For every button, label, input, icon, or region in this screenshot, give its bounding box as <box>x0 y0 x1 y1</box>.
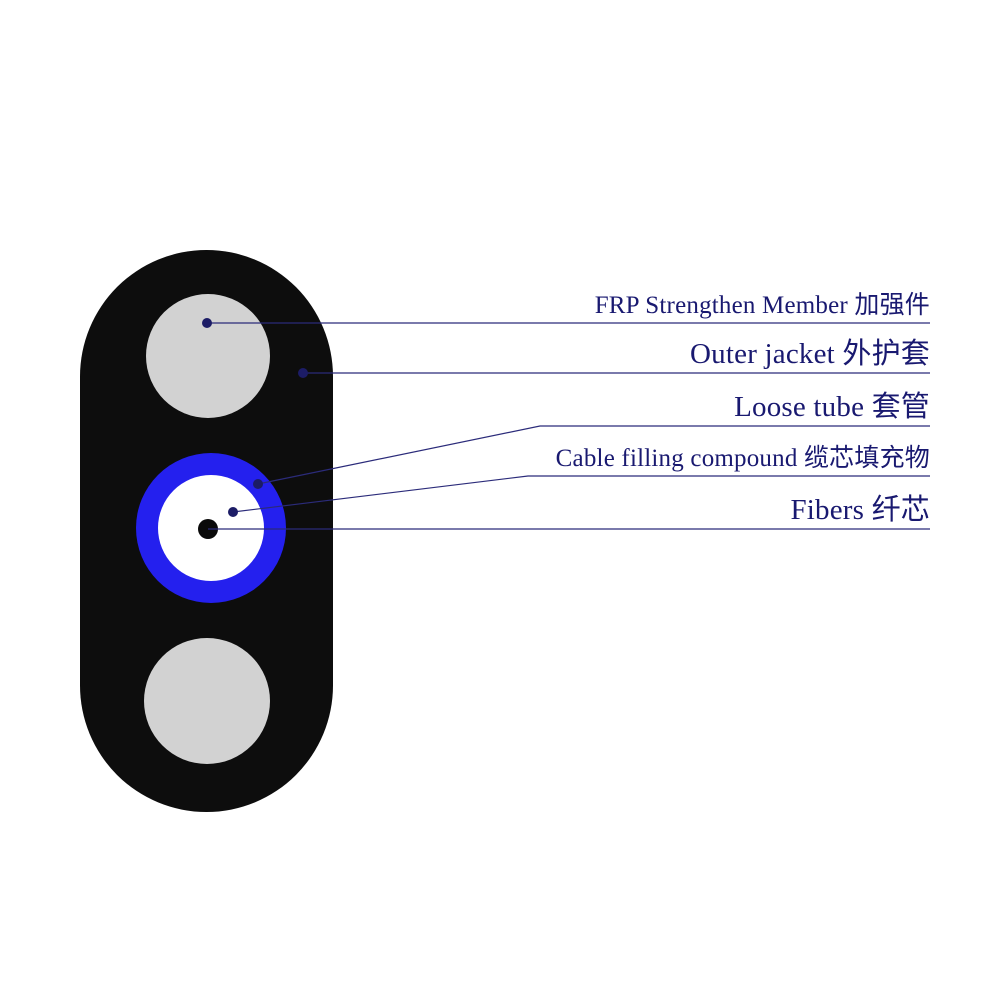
leader-lines <box>207 322 930 530</box>
label-outer-jacket: Outer jacket 外护套 <box>690 338 930 370</box>
frp-strength-member-top <box>146 294 270 418</box>
pointer-dot-filling-compound <box>228 507 238 517</box>
pointer-dot-loose-tube <box>253 479 263 489</box>
label-fibers: Fibers 纤芯 <box>790 494 930 526</box>
leader-line-loose-tube <box>257 425 930 485</box>
pointer-dot-outer-jacket <box>298 368 308 378</box>
pointer-dot-frp <box>202 318 212 328</box>
label-frp-strengthen-member: FRP Strengthen Member 加强件 <box>594 292 930 319</box>
pointer-dots <box>202 318 308 517</box>
leader-line-filling-compound <box>232 475 930 513</box>
label-loose-tube: Loose tube 套管 <box>734 391 930 423</box>
frp-strength-member-bottom <box>144 638 270 764</box>
label-cable-filling-compound: Cable filling compound 缆芯填充物 <box>555 445 930 472</box>
